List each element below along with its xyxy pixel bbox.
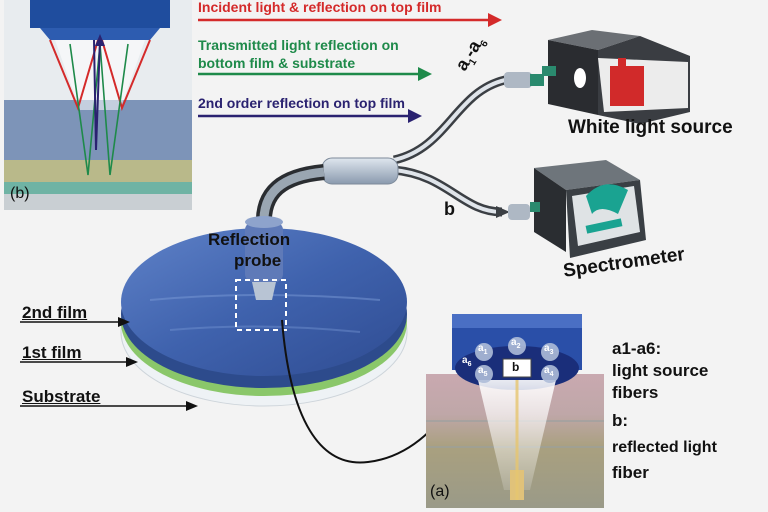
inset-a-fiber-core — [541, 365, 559, 383]
fiber-connector-a-tip — [530, 74, 544, 86]
sample-disk — [120, 216, 408, 407]
inset-a-fiber-core — [541, 343, 559, 361]
reflection-probe-tip — [252, 282, 276, 300]
spectrometer-device — [530, 160, 646, 258]
legend-transmitted-line2: bottom film & substrate — [198, 55, 356, 71]
disk-surface-streak — [169, 325, 361, 333]
legend-arrows — [198, 13, 502, 123]
fiber-label-b: b — [444, 199, 455, 219]
reflection-probe-body — [245, 222, 283, 282]
white-light-source-device — [542, 30, 690, 124]
annotation-line4: b: — [612, 411, 629, 430]
layer-pointers — [20, 317, 198, 411]
legend-incident: Incident light & reflection on top film — [198, 0, 442, 15]
label-film2: 2nd film — [22, 303, 88, 322]
inset-b-transmitted-ray-left — [69, 43, 101, 176]
annotation-line5: reflected light — [612, 439, 717, 456]
inset-a-fiber-core — [508, 337, 526, 355]
inset-b-transmitted-ray-right — [99, 43, 129, 176]
inset-b-substrate-band — [4, 182, 192, 194]
fiber-arrowhead-b — [496, 206, 510, 218]
legend-arrowhead-incident — [488, 13, 502, 27]
inset-a-tag: (a) — [430, 483, 450, 500]
inset-a-fiber-core — [475, 343, 493, 361]
spectrometer-front — [534, 168, 566, 252]
fiber-connector-b — [508, 204, 530, 220]
spectrometer-port — [530, 202, 540, 212]
annotation-line6: fiber — [612, 463, 649, 482]
inset-a-fiber-label-3: a3 — [544, 343, 554, 357]
light-source-top — [548, 30, 640, 50]
spectrometer-top — [534, 160, 640, 190]
label-reflection-probe-line2: probe — [234, 251, 282, 270]
pointer-arrowhead-film2 — [118, 317, 130, 327]
light-source-lamp-housing — [610, 66, 644, 106]
inset-b-probe-head — [30, 0, 170, 28]
label-white-light-source: White light source — [568, 117, 733, 138]
disk-top-surface — [121, 228, 407, 376]
label-reflection-probe-line1: Reflection — [208, 230, 291, 249]
inset-b-bottom-film — [4, 160, 192, 182]
inset-a-fiber-label-2: a2 — [511, 337, 521, 351]
inset-b-substrate — [4, 194, 192, 210]
fiber-cable-a-inner — [393, 78, 506, 162]
reflection-probe-cap — [245, 216, 283, 228]
light-source-front — [548, 40, 598, 115]
inset-a-fiber-label-4: a4 — [544, 365, 554, 379]
inset-b-tag: (b) — [10, 185, 30, 202]
spectrometer-detector — [585, 218, 623, 234]
inset-b-second-order-ray — [93, 39, 101, 151]
label-substrate: Substrate — [22, 387, 101, 406]
inset-a-fiber-label-5: a5 — [478, 365, 488, 379]
inset-a-fiber-label-1: a1 — [478, 343, 488, 357]
legend-transmitted-line1: Transmitted light reflection on — [198, 37, 399, 53]
inset-a-fiber-center-label: b — [512, 360, 520, 374]
label-film1: 1st film — [22, 343, 82, 362]
fiber-splitter — [321, 157, 399, 185]
inset-b-second-order-arrowhead — [95, 34, 105, 46]
annotation-line1: a1-a6: — [612, 339, 662, 358]
pointer-arrowhead-film1 — [126, 357, 138, 367]
zoom-box — [235, 279, 287, 331]
legend-arrowhead-transmitted — [418, 67, 432, 81]
fiber-connector-a — [504, 72, 532, 88]
fiber-cables — [255, 72, 544, 227]
inset-a-fiber-b-core — [502, 358, 532, 378]
inset-a-fiber-label-6: a6 — [462, 355, 472, 369]
inset-b — [4, 0, 192, 210]
fiber-cable-b-inner — [393, 168, 503, 214]
inset-a — [426, 314, 604, 508]
inset-b-incident-ray-right — [101, 39, 151, 112]
spectrometer-grating — [586, 184, 628, 214]
pointer-arrowhead-substrate — [186, 401, 198, 411]
annotation-line2: light source — [612, 361, 709, 380]
light-source-lamp-post — [618, 58, 626, 74]
light-source-port — [542, 66, 556, 76]
legend-second-order: 2nd order reflection on top film — [198, 95, 405, 111]
probe-cable-inner — [259, 167, 325, 227]
light-source-bulb — [574, 68, 586, 88]
legend-arrowhead-second-order — [408, 109, 422, 123]
inset-a-fiber-core — [475, 365, 493, 383]
inset-b-light-cone — [55, 40, 145, 110]
annotation-line3: fibers — [612, 383, 659, 402]
inset-a-probe-highlight — [452, 314, 582, 328]
